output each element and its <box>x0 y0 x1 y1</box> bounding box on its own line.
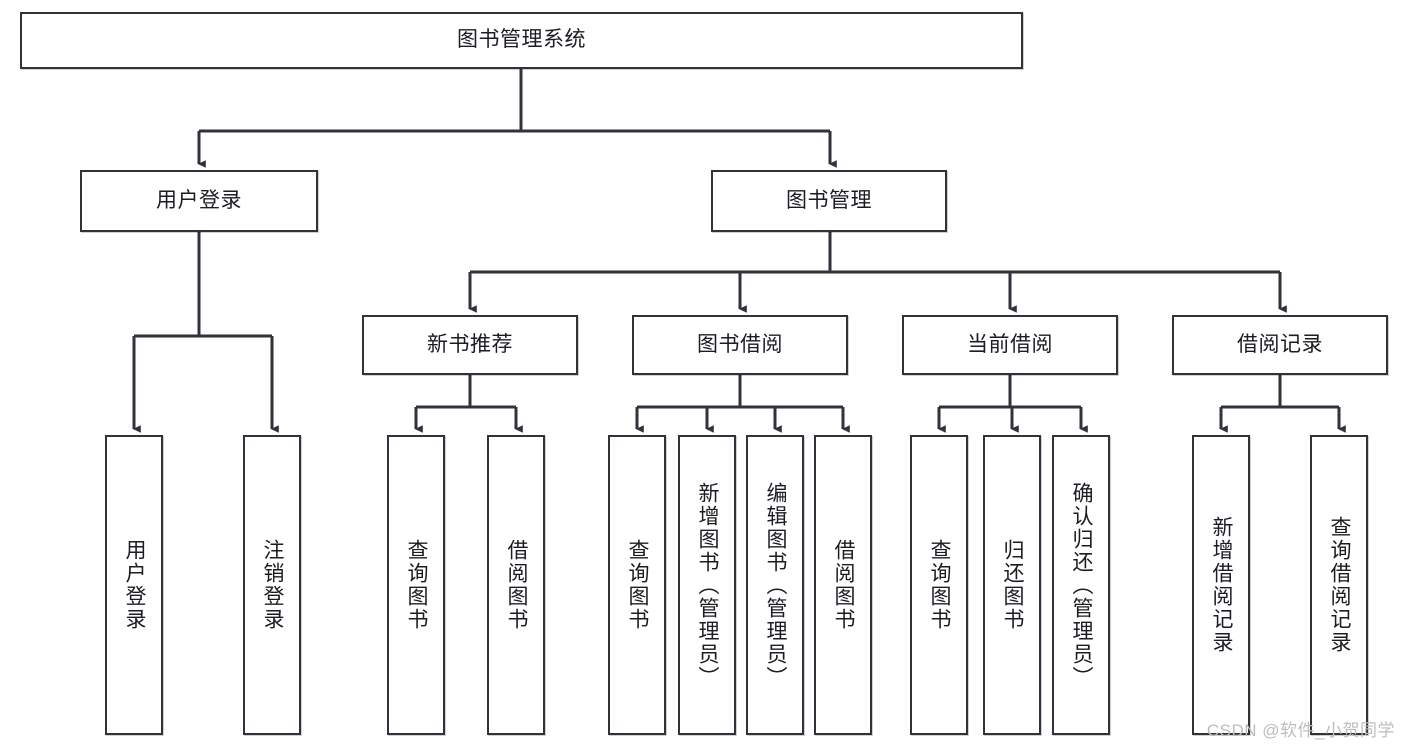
leaf-node-label: 用户登录 <box>123 539 147 631</box>
leaf-node[interactable]: 注销登录 <box>243 435 301 735</box>
node-new-book-recommendation-label: 新书推荐 <box>427 332 513 356</box>
node-root-label: 图书管理系统 <box>457 28 586 52</box>
leaf-node[interactable]: 查询图书 <box>608 435 666 735</box>
leaf-node[interactable]: 查询图书 <box>910 435 968 735</box>
node-current-borrowing[interactable]: 当前借阅 <box>902 315 1118 375</box>
node-current-borrowing-label: 当前借阅 <box>967 332 1053 356</box>
leaf-node-label: 编辑图书（管理员） <box>764 481 788 689</box>
node-book-management-label: 图书管理 <box>786 188 872 212</box>
watermark: CSDN @软件_小贺同学 <box>1206 721 1395 740</box>
leaf-node[interactable]: 新增图书（管理员） <box>678 435 736 735</box>
leaf-node[interactable]: 查询借阅记录 <box>1310 435 1368 735</box>
leaf-node-label: 查询借阅记录 <box>1328 516 1352 654</box>
leaf-node-label: 归还图书 <box>1001 539 1025 631</box>
leaf-node[interactable]: 确认归还（管理员） <box>1052 435 1110 735</box>
leaf-node[interactable]: 借阅图书 <box>487 435 545 735</box>
leaf-node-label: 确认归还（管理员） <box>1070 481 1094 689</box>
leaf-node-label: 查询图书 <box>405 539 429 631</box>
leaf-node-label: 注销登录 <box>261 539 285 631</box>
node-user-login-label: 用户登录 <box>156 188 242 212</box>
node-root[interactable]: 图书管理系统 <box>20 12 1023 69</box>
leaf-node[interactable]: 借阅图书 <box>814 435 872 735</box>
leaf-node-label: 新增图书（管理员） <box>696 481 720 689</box>
leaf-node-label: 查询图书 <box>928 539 952 631</box>
leaf-node[interactable]: 用户登录 <box>105 435 163 735</box>
node-borrowing-records[interactable]: 借阅记录 <box>1172 315 1388 375</box>
leaf-node[interactable]: 编辑图书（管理员） <box>746 435 804 735</box>
node-book-management[interactable]: 图书管理 <box>711 170 947 232</box>
node-user-login[interactable]: 用户登录 <box>80 170 318 232</box>
node-new-book-recommendation[interactable]: 新书推荐 <box>362 315 578 375</box>
node-book-borrowing-label: 图书借阅 <box>697 332 783 356</box>
node-borrowing-records-label: 借阅记录 <box>1237 332 1323 356</box>
node-book-borrowing[interactable]: 图书借阅 <box>632 315 848 375</box>
leaf-node[interactable]: 新增借阅记录 <box>1192 435 1250 735</box>
leaf-node[interactable]: 归还图书 <box>983 435 1041 735</box>
leaf-node-label: 借阅图书 <box>505 539 529 631</box>
leaf-node-label: 借阅图书 <box>832 539 856 631</box>
leaf-node-label: 查询图书 <box>626 539 650 631</box>
leaf-node[interactable]: 查询图书 <box>387 435 445 735</box>
leaf-node-label: 新增借阅记录 <box>1210 516 1234 654</box>
